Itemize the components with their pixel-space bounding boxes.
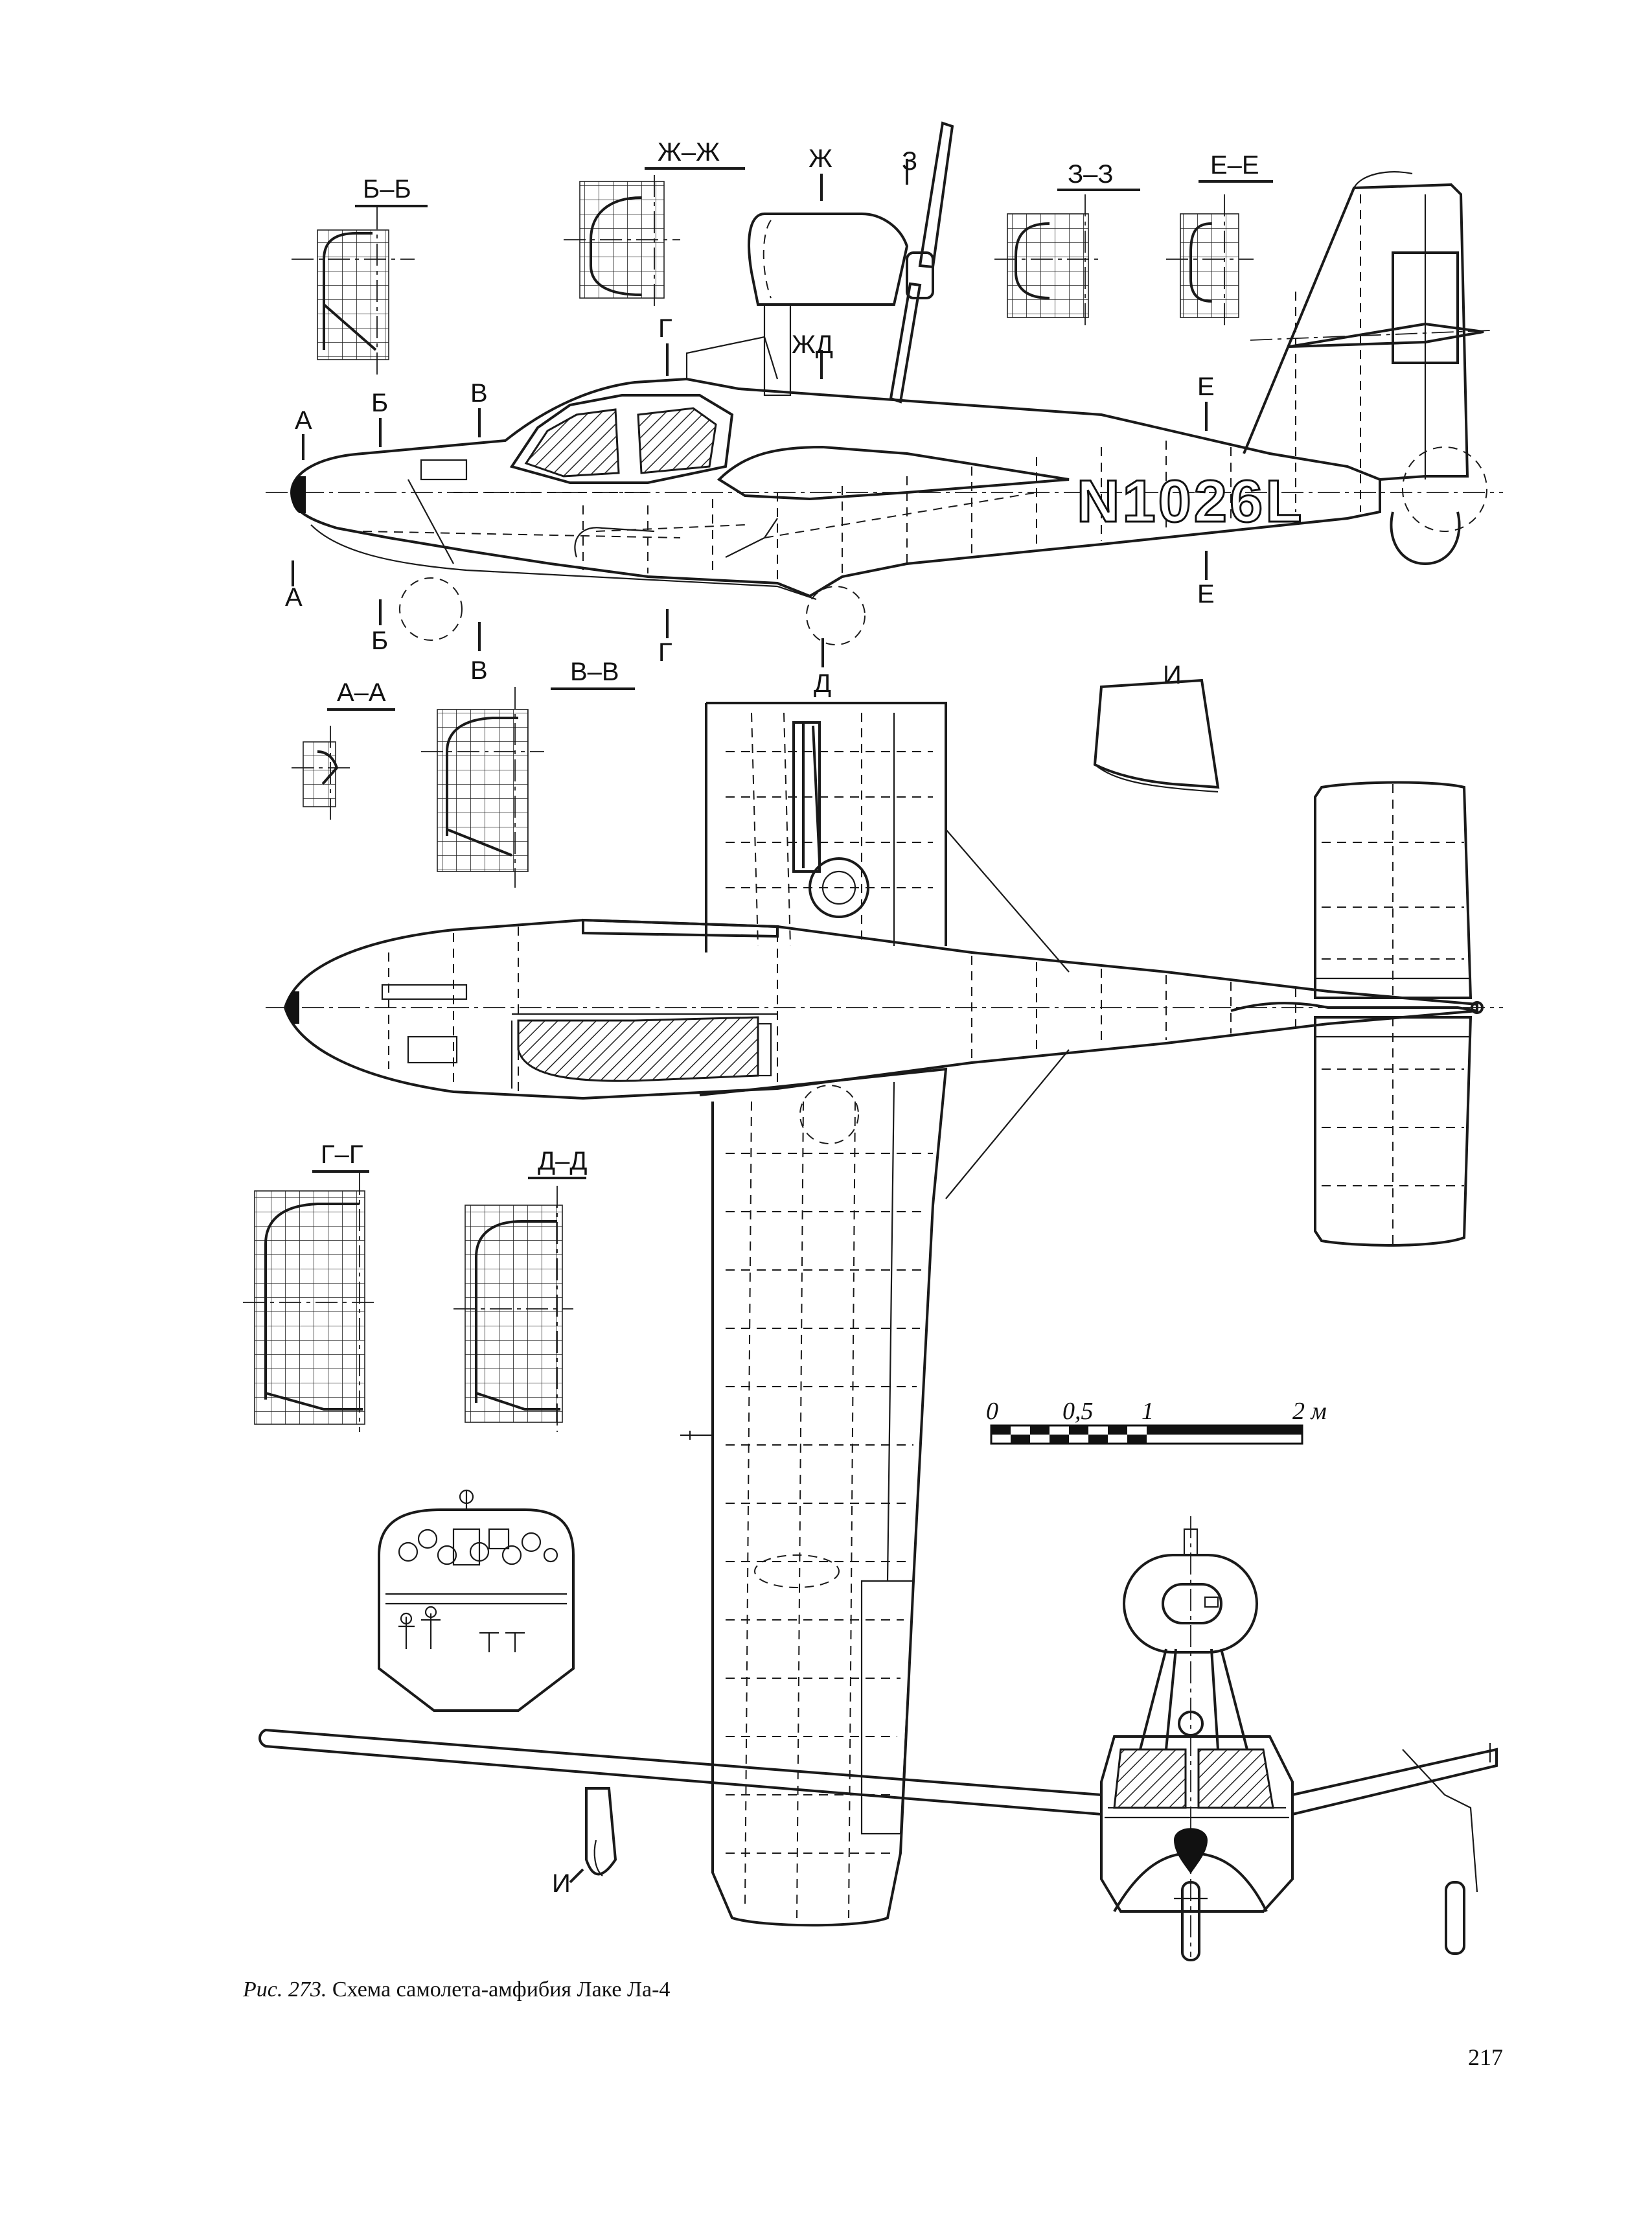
scale-label-2m: 2 м [1292, 1398, 1327, 1425]
scale-bar: 0 0,5 1 2 м [986, 1398, 1327, 1445]
section-title-zz: З–З [1068, 160, 1114, 189]
section-title-i: И [1163, 661, 1182, 689]
front-view [258, 1516, 1498, 1961]
section-dd: Д–Д [453, 1147, 587, 1432]
scale-label-0: 0 [986, 1398, 998, 1425]
section-aa: А–А [292, 678, 395, 820]
cut-label-g-top: Г [658, 314, 672, 343]
cut-label-b-top: Б [371, 389, 388, 417]
section-title-vv: В–В [570, 658, 619, 686]
section-title-bb: Б–Б [363, 175, 411, 203]
section-zz: З–З [994, 160, 1140, 330]
figure-caption: Рис. 273. Схема самолета-амфибия Лаке Ла… [243, 1978, 670, 2002]
section-gg: Г–Г [243, 1140, 376, 1432]
registration-mark: N1026L [1077, 468, 1304, 535]
cut-label-zhd: ЖД [792, 330, 833, 359]
cut-label-i: И [552, 1869, 571, 1898]
instrument-panel [378, 1489, 575, 1712]
section-title-aa: А–А [337, 678, 386, 707]
cut-label-b-bottom: Б [371, 627, 388, 655]
section-ee: Е–Е [1166, 151, 1273, 330]
page-number: 217 [1468, 2044, 1503, 2070]
section-title-gg: Г–Г [321, 1140, 363, 1169]
scale-label-1: 1 [1141, 1398, 1154, 1425]
figure-ref: Рис. 273. [243, 1978, 327, 2002]
side-view-cut-markers: А А Б Б В В Г Г Д Ж ЖД З Е Е [285, 144, 1215, 698]
scale-label-0-5: 0,5 [1062, 1398, 1094, 1425]
section-bb: Б–Б [292, 175, 428, 379]
view-i-windshield: И [1093, 661, 1220, 793]
cut-label-g-bottom: Г [658, 638, 672, 667]
cut-label-e-bottom: Е [1197, 580, 1215, 608]
section-title-ee: Е–Е [1210, 151, 1259, 179]
section-zhzh: Ж–Ж [564, 138, 745, 311]
plan-view [266, 702, 1503, 1927]
cut-label-zh: Ж [809, 144, 832, 173]
cut-label-a-bottom: А [285, 583, 303, 612]
section-title-zhzh: Ж–Ж [658, 138, 720, 167]
section-vv: В–В [421, 658, 635, 888]
cut-label-e-top: Е [1197, 373, 1215, 401]
cut-label-a-top: А [295, 406, 312, 435]
section-title-dd: Д–Д [538, 1147, 587, 1175]
figure-title: Схема самолета-амфибия Лаке Ла-4 [332, 1978, 671, 2002]
cut-label-v-top: В [470, 379, 488, 408]
cut-label-z: З [902, 147, 917, 176]
cut-label-d-bottom: Д [814, 669, 831, 698]
side-view: N1026L [266, 121, 1503, 645]
cut-label-v-bottom: В [470, 656, 488, 685]
